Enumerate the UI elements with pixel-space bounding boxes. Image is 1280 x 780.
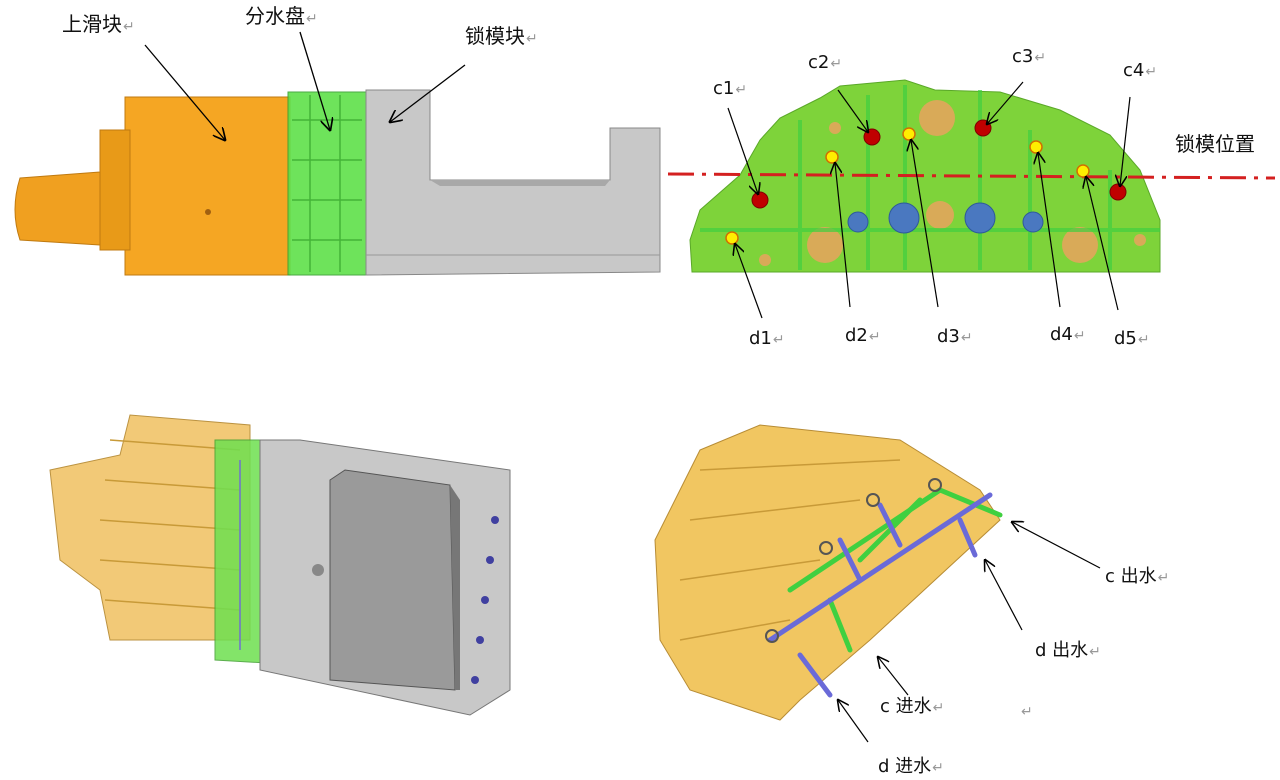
label-d5: d5↵ (1114, 328, 1150, 349)
label-d3: d3↵ (937, 326, 973, 347)
label-clamp-position: 锁模位置 (1175, 132, 1255, 156)
isometric-assembly (49, 414, 511, 716)
label-upper-slider: 上滑块↵ (62, 12, 135, 36)
label-clamp-block: 锁模块↵ (465, 24, 538, 48)
label-water-distributor: 分水盘↵ (245, 4, 318, 28)
circuit-arrows (838, 522, 1101, 743)
point-arrows (727, 81, 1131, 319)
label-d2: d2↵ (845, 325, 881, 346)
label-d-inlet: d 进水↵ (878, 756, 944, 777)
clamp-position-line (667, 172, 1276, 180)
label-c-inlet: c 进水↵ (880, 696, 945, 717)
side-view-assembly (14, 89, 661, 276)
label-c1: c1↵ (713, 78, 748, 99)
label-d4: d4↵ (1050, 324, 1086, 345)
d-points (725, 127, 1090, 245)
label-c3: c3↵ (1012, 46, 1047, 67)
callout-arrows (144, 31, 466, 140)
front-view-plate (689, 79, 1161, 273)
cooling-circuit-3d (654, 424, 1003, 721)
label-d1: d1↵ (749, 328, 785, 349)
label-d-outlet: d 出水↵ (1035, 640, 1101, 661)
label-c-outlet: c 出水↵ (1105, 566, 1170, 587)
upper-slider-body (124, 96, 291, 276)
label-c2: c2↵ (808, 52, 843, 73)
label-c4: c4↵ (1123, 60, 1158, 81)
stray-return-mark: ↵ (1021, 704, 1033, 720)
